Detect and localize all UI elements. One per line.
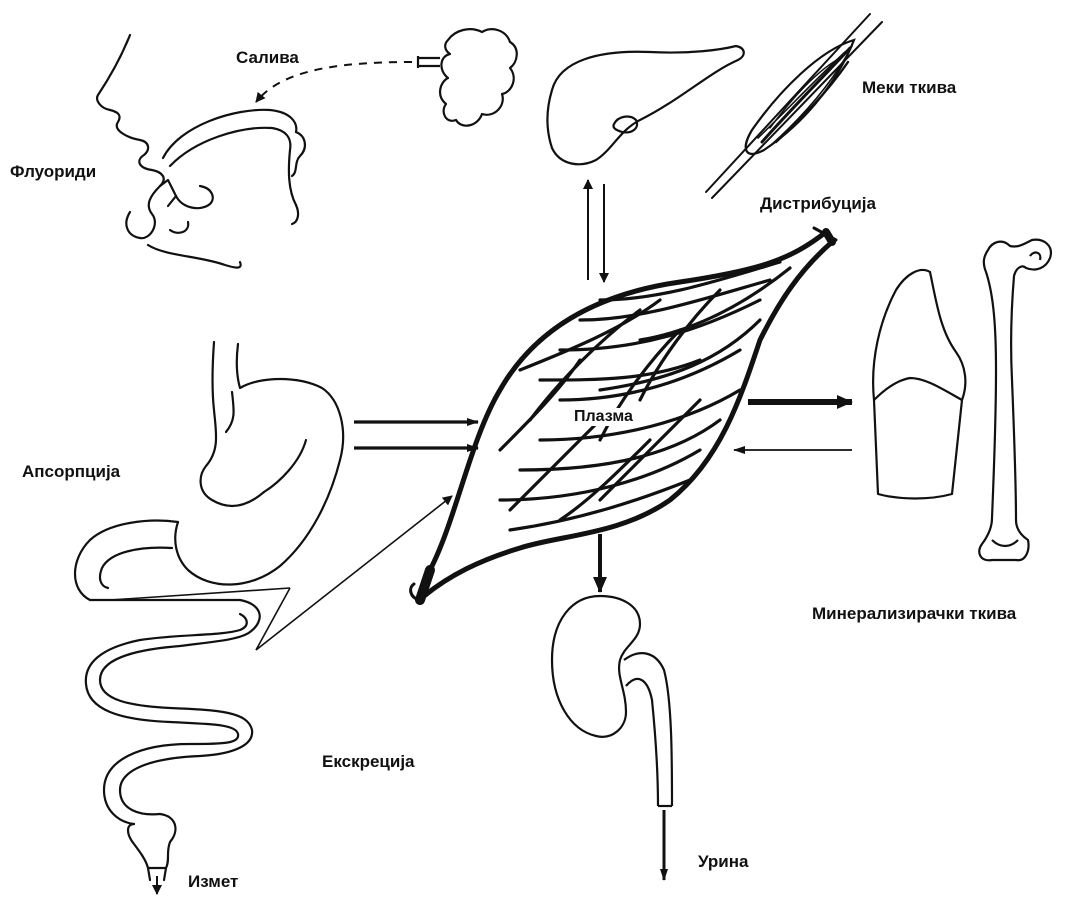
feces-label: Измет bbox=[188, 872, 238, 892]
head-profile-icon bbox=[97, 35, 305, 268]
intestine-connector-line bbox=[256, 588, 290, 650]
intestine-to-plasma-arrow bbox=[256, 496, 452, 650]
salivary-gland-icon bbox=[418, 29, 517, 125]
soft-tissue-label: Меки ткива bbox=[862, 78, 956, 98]
femur-bone-icon bbox=[979, 240, 1051, 561]
liver-icon bbox=[548, 46, 744, 164]
tooth-icon bbox=[873, 270, 965, 498]
kidney-icon bbox=[552, 596, 672, 806]
muscle-icon bbox=[706, 14, 882, 198]
intestine-absorption-line bbox=[110, 588, 290, 600]
plasma-label: Плазма bbox=[572, 408, 635, 426]
urine-label: Урина bbox=[698, 852, 749, 872]
mineralizing-tissue-label: Минерализирачки ткива bbox=[812, 604, 1016, 624]
stomach-intestine-icon bbox=[75, 342, 343, 880]
saliva-label: Салива bbox=[236, 48, 299, 68]
excretion-label: Екскреција bbox=[322, 752, 415, 772]
absorption-label: Апсорпција bbox=[22, 462, 120, 482]
fluorides-label: Флуориди bbox=[10, 162, 96, 182]
saliva-flow-arrow bbox=[256, 62, 412, 102]
distribution-label: Дистрибуција bbox=[760, 194, 876, 214]
